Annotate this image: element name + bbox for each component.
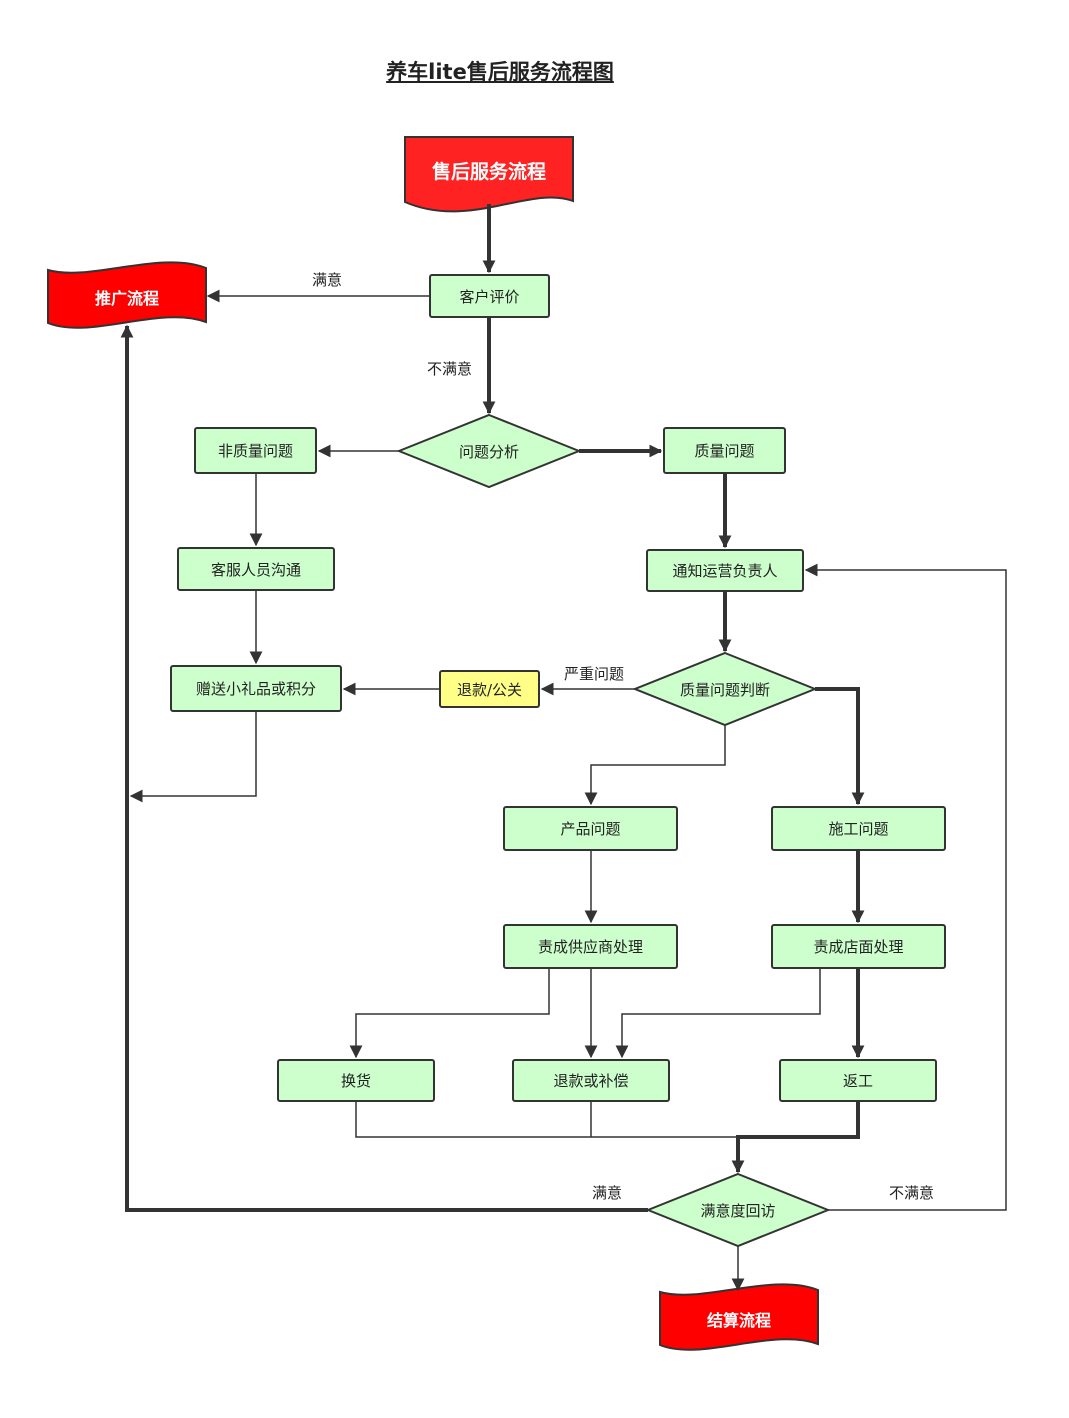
edge-label-serious-issue: 严重问题 [564,665,625,683]
promotion-flag-label[interactable]: 推广流程 [94,289,159,308]
edge-supplier-to-exchange [349,969,550,1059]
store-handling-node[interactable]: 责成店面处理 [771,924,946,969]
notify-operations-node[interactable]: 通知运营负责人 [646,549,804,592]
edge-label-satisfied-top: 满意 [312,271,343,289]
satisfaction-visit-label[interactable]: 满意度回访 [700,1201,776,1220]
edge-label-satisfied-bottom: 满意 [592,1184,623,1202]
edge-gift-to-promotion-line [129,712,257,803]
settlement-flag-shape [659,1283,819,1351]
exchange-node[interactable]: 换货 [277,1059,435,1102]
quality-judgement-label[interactable]: 质量问题判断 [679,680,770,699]
gift-or-points-node[interactable]: 赠送小礼品或积分 [170,665,342,712]
problem-analysis-label[interactable]: 问题分析 [458,442,519,461]
edge-label-unsatisfied-top: 不满意 [427,360,473,378]
problem-analysis-diamond [396,413,582,489]
edge-judgement-to-product [584,725,726,806]
promotion-flag-shape [47,261,207,329]
edge-store-to-refundcomp [615,969,821,1059]
supplier-handling-node[interactable]: 责成供应商处理 [503,924,678,969]
edge-label-unsatisfied-bottom: 不满意 [889,1184,935,1202]
customer-review-node[interactable]: 客户评价 [429,274,550,318]
page-title: 养车lite售后服务流程图 [386,60,614,84]
edge-visit-to-notify [804,563,1007,1211]
start-flag-shape [404,136,574,213]
refund-pr-node[interactable]: 退款/公关 [439,670,540,708]
refund-compensation-node[interactable]: 退款或补偿 [512,1059,670,1102]
quality-issue-node[interactable]: 质量问题 [663,427,786,474]
edge-exchange-merge [355,1102,738,1138]
edge-visit-to-promotion [120,324,648,1212]
start-flag-label[interactable]: 售后服务流程 [431,160,546,183]
edge-judgement-to-construction [815,687,865,806]
edge-rework-to-visit [731,1102,860,1174]
product-issue-node[interactable]: 产品问题 [503,806,678,851]
rework-node[interactable]: 返工 [779,1059,937,1102]
settlement-flag-label[interactable]: 结算流程 [706,1311,771,1330]
construction-issue-node[interactable]: 施工问题 [771,806,946,851]
non-quality-issue-node[interactable]: 非质量问题 [194,427,317,474]
customer-service-node[interactable]: 客服人员沟通 [177,547,335,591]
